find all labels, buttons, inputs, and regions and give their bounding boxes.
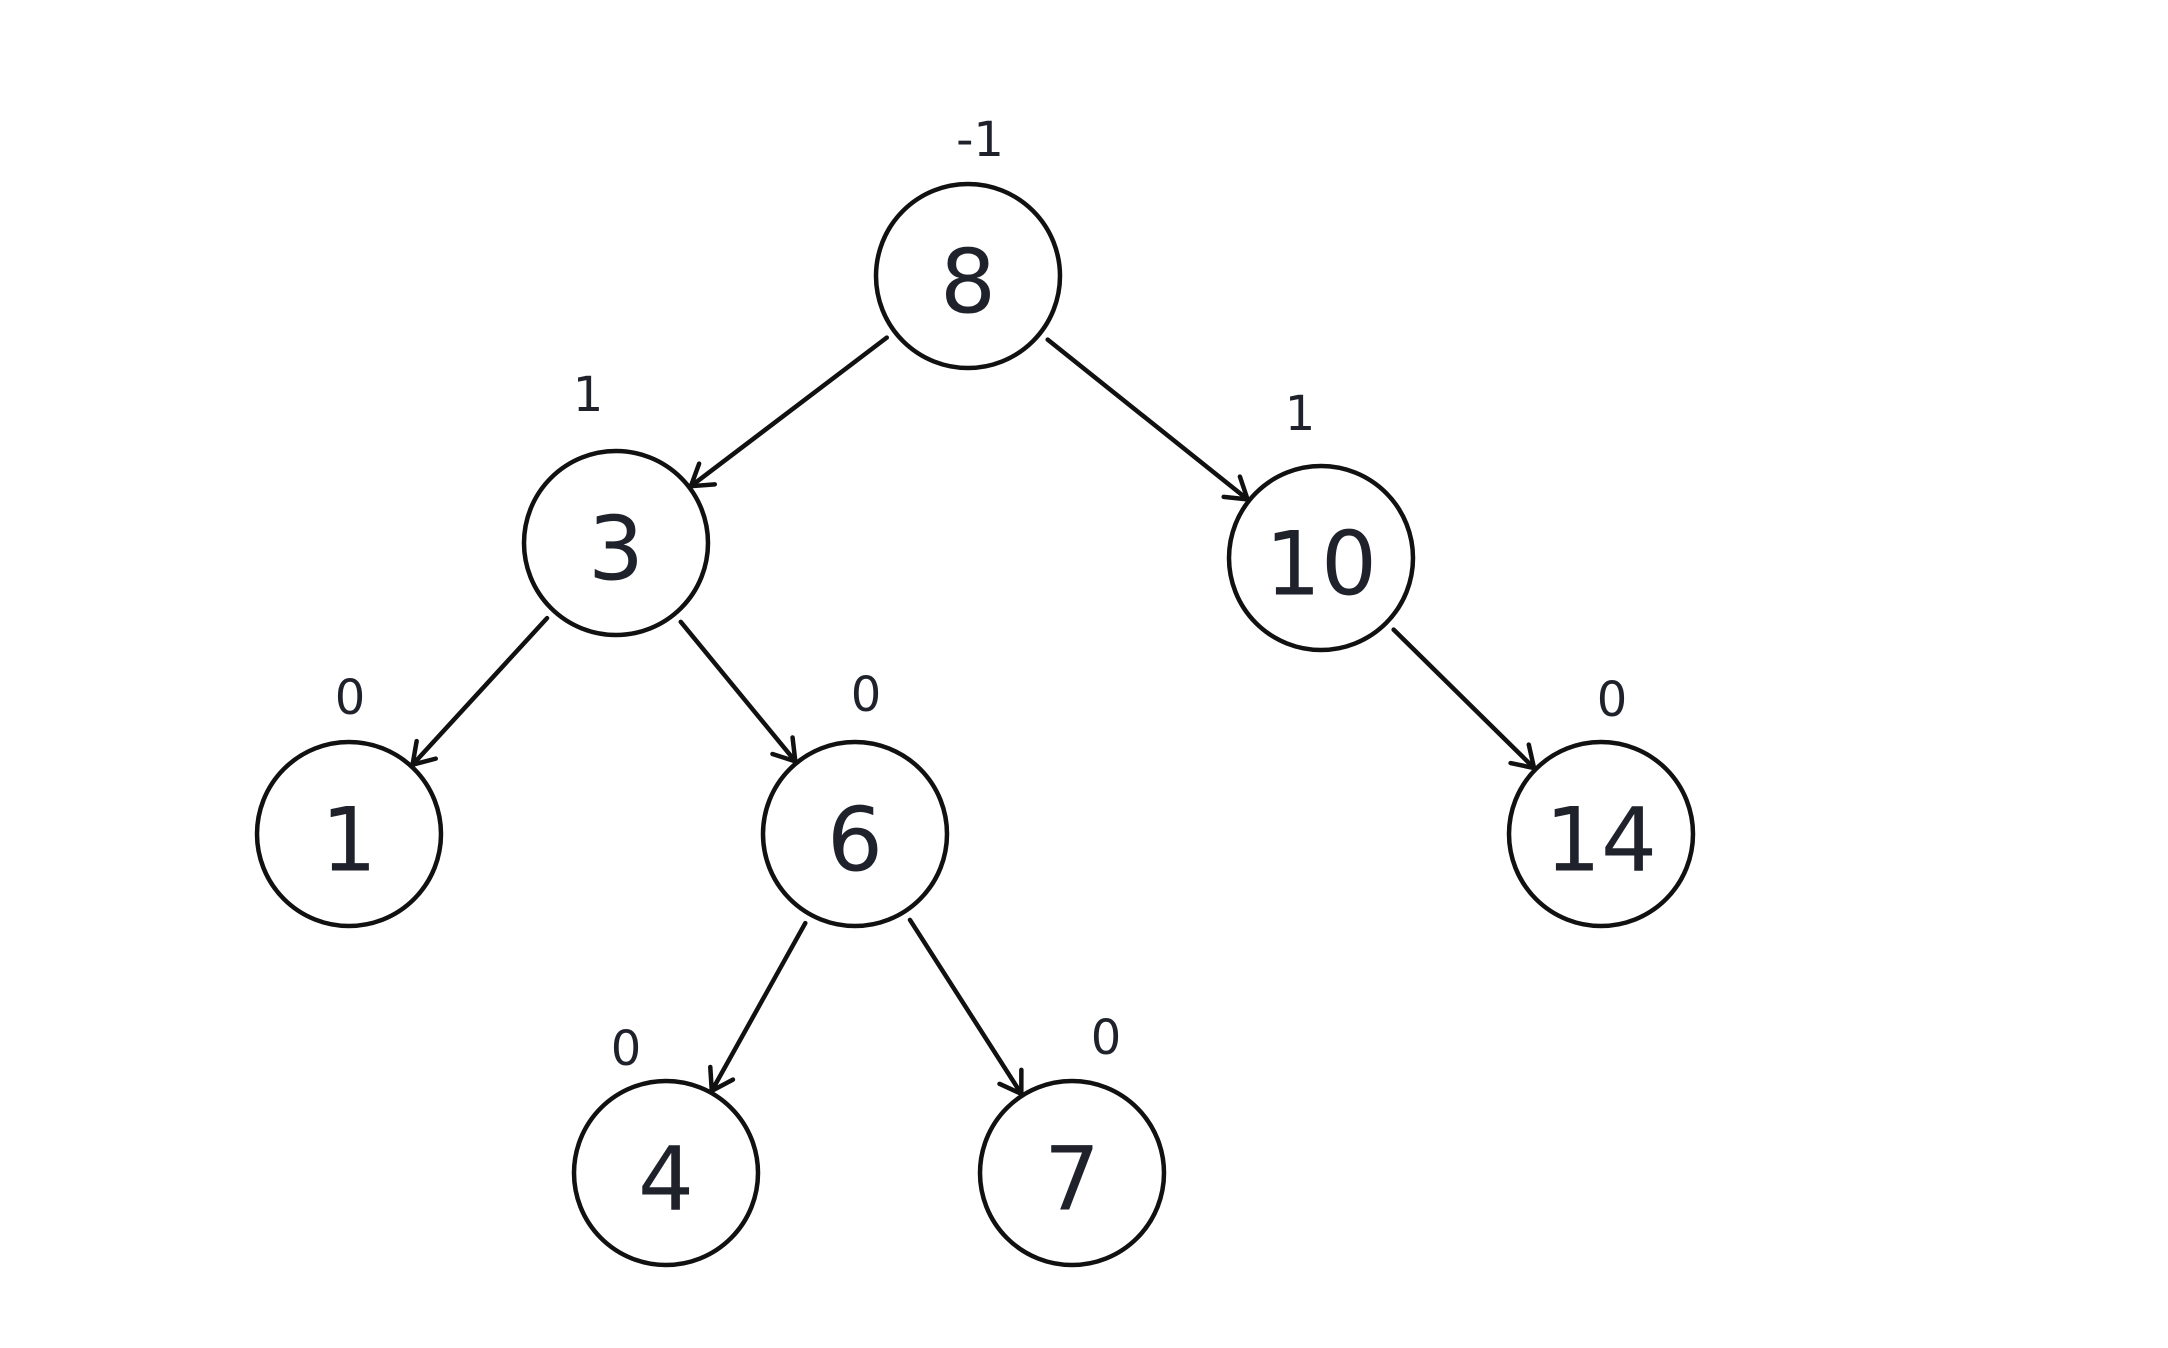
edge-line [1045, 337, 1250, 502]
tree-node-4: 40 [571, 1021, 761, 1268]
edge-line [410, 615, 550, 767]
node-circle [760, 739, 950, 929]
balance-factor-label: 0 [335, 670, 366, 726]
node-value: 6 [827, 789, 883, 892]
tree-node-8: 8 -1 [873, 112, 1063, 371]
node-circle [254, 739, 444, 929]
edge-line [907, 917, 1024, 1097]
edge-line [1391, 627, 1537, 771]
edges-layer [410, 335, 1537, 1097]
node-value: 8 [940, 231, 996, 334]
tree-node-3: 31 [521, 367, 711, 638]
balance-factor-label: -1 [956, 112, 1004, 168]
tree-node-10: 10 1 [1226, 386, 1416, 653]
node-value: 7 [1044, 1128, 1100, 1231]
edge-n3-n1 [410, 615, 550, 767]
node-value: 3 [588, 498, 644, 601]
balance-factor-label: 1 [1285, 386, 1316, 442]
tree-node-14: 14 0 [1506, 672, 1696, 929]
edge-line [688, 335, 889, 489]
balance-factor-label: 0 [1597, 672, 1628, 728]
balance-factor-label: 0 [851, 667, 882, 723]
node-circle [521, 448, 711, 638]
edge-line [709, 920, 808, 1094]
node-circle [1506, 739, 1696, 929]
node-value: 14 [1545, 789, 1657, 892]
tree-node-1: 10 [254, 670, 444, 929]
tree-node-6: 60 [760, 667, 950, 929]
node-circle [873, 181, 1063, 371]
balance-factor-label: 1 [573, 367, 604, 423]
node-value: 1 [321, 789, 377, 892]
node-circle [571, 1078, 761, 1268]
edge-n6-n7 [907, 917, 1024, 1097]
node-circle [977, 1078, 1167, 1268]
tree-node-7: 70 [977, 1010, 1167, 1268]
edge-n6-n4 [708, 920, 808, 1094]
edge-n3-n6 [678, 619, 798, 764]
edge-n10-n14 [1391, 627, 1537, 771]
edge-line [678, 619, 798, 764]
edge-n8-n10 [1045, 337, 1250, 502]
node-value: 10 [1265, 513, 1377, 616]
node-circle [1226, 463, 1416, 653]
balance-factor-label: 0 [611, 1021, 642, 1077]
edge-n8-n3 [688, 335, 889, 489]
node-value: 4 [638, 1128, 694, 1231]
balance-factor-label: 0 [1091, 1010, 1122, 1066]
